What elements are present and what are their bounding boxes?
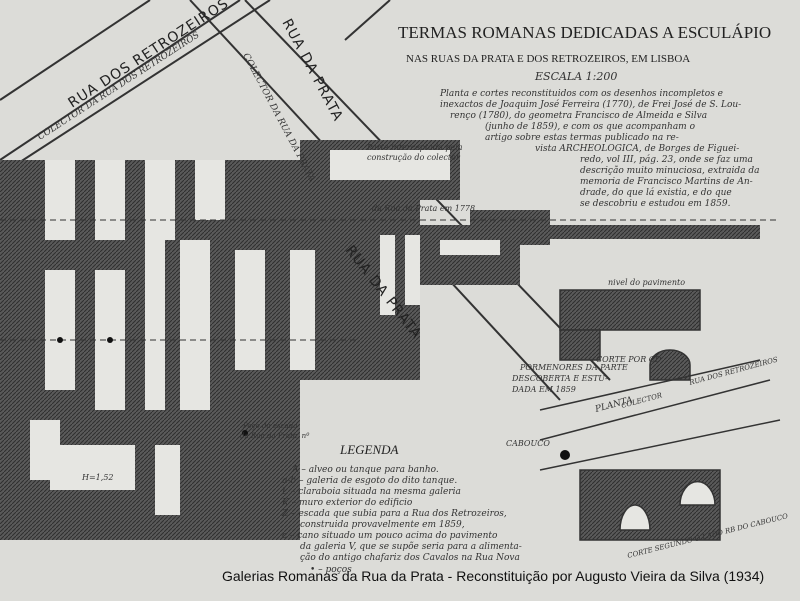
legend-item: L – claraboia situada na mesma galeria (281, 487, 461, 497)
annotation-rua-prata-1778: da Rua da Prata em 1778 (372, 204, 475, 213)
image-caption: Galerias Romanas da Rua da Prata - Recon… (222, 568, 765, 584)
map-subtitle: NAS RUAS DA PRATA E DOS RETROZEIROS, EM … (406, 53, 690, 65)
description-block: Planta e cortes reconstituidos com os de… (439, 89, 759, 209)
annotation-retrozeiros-small: RUA DOS RETROZEIROS (687, 356, 778, 388)
legend-item: c – cano situado um pouco acima do pavim… (282, 531, 498, 541)
annotation-cabouco: CABOUCO (506, 439, 550, 448)
street-label-prata: RUA DA PRATA (278, 16, 346, 124)
annotation-details-2: DESCOBERTA E ESTU- (511, 374, 608, 383)
legend-item: construida provavelmente em 1859, (300, 520, 465, 530)
legend-item: A – alveo ou tanque para banho. (291, 465, 439, 475)
legend-item: a-b – galeria de esgoto do dito tanque. (282, 476, 457, 486)
annotation-collector-construction: construção do colector (367, 153, 461, 162)
legend-item: K – muro exterior do edificio (281, 498, 413, 508)
legend-item: da galeria V, que se supõe seria para a … (300, 541, 522, 552)
building-plan (0, 140, 780, 540)
legend: LEGENDA A – alveo ou tanque para banho. … (281, 442, 522, 575)
description-line: (junho de 1859), e com os que acompanham… (485, 121, 696, 132)
annotation-details-1: PORMENORES DA PARTE (519, 363, 628, 372)
description-line: memoria de Francisco Martins de An- (580, 177, 753, 187)
map-title: TERMAS ROMANAS DEDICADAS A ESCULÁPIO (398, 23, 771, 42)
legend-item: ção do antigo chafariz dos Cavalos na Ru… (300, 552, 520, 563)
description-line: redo, vol III, pág. 23, onde se faz uma (580, 154, 753, 165)
annotation-intercepted: Parte interceptada pela (366, 143, 463, 152)
well-markers (57, 337, 570, 460)
annotation-floor-level: nivel do pavimento (608, 278, 685, 287)
street-label-retrozeiros: RUA DOS RETROZEIROS (65, 0, 232, 111)
collector-label-retrozeiros: COLECTOR DA RUA DOS RETROZEIROS (36, 30, 201, 142)
detail-drawings (539, 289, 781, 541)
description-line: se descobriu e estudou em 1859. (580, 199, 731, 209)
legend-item: Z – escada que subia para a Rua dos Retr… (281, 509, 507, 519)
annotation-rua-prata-number: da Rua da Prata, nº (240, 432, 310, 440)
annotation-details-3: DADA EM 1859 (511, 385, 576, 394)
legend-heading: LEGENDA (339, 442, 399, 457)
description-line: artigo sobre estas termas publicado na r… (485, 133, 679, 143)
annotation-height: H=1,52 (81, 473, 114, 482)
description-line: descrição muito minuciosa, extraida da (580, 165, 759, 176)
description-line: vista ARCHEOLOGICA, de Borges de Figuei- (535, 144, 739, 154)
annotation-section-cd: CORTE POR CD (596, 355, 662, 364)
description-line: renço (1780), do geometra Francisco de A… (450, 110, 707, 121)
annotation-collector-small: COLECTOR (620, 391, 663, 410)
description-line: inexactos de Joaquim José Ferreira (1770… (440, 99, 741, 110)
map-scale: ESCALA 1:200 (534, 70, 617, 83)
description-line: drade, do que lá existia, e do que (580, 187, 732, 198)
annotation-well-stair: Poço da escada (242, 422, 297, 430)
description-line: Planta e cortes reconstituidos com os de… (439, 89, 723, 99)
legend-item: • – poços (310, 565, 352, 575)
